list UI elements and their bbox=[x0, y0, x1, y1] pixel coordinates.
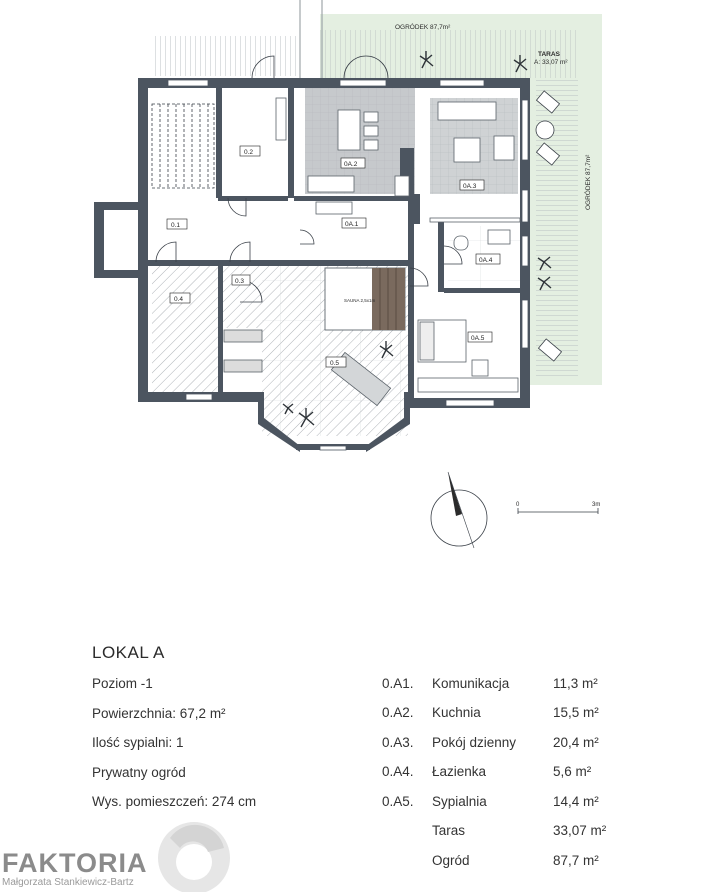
room-area: 20,4 m² bbox=[553, 735, 599, 750]
garden-side-label: OGRÓDEK 87,7m² bbox=[583, 154, 592, 210]
room-04-floor bbox=[152, 266, 220, 392]
room-area: 5,6 m² bbox=[553, 764, 592, 779]
unit-height: Wys. pomieszczeń: 274 cm bbox=[92, 794, 257, 809]
room-code: 0.A2. bbox=[382, 705, 414, 720]
room-name: Komunikacja bbox=[432, 676, 510, 691]
scale-start: 0 bbox=[516, 502, 520, 508]
unit-title: LOKAL A bbox=[92, 643, 165, 662]
sauna-label: SAUNA 2,5x1m bbox=[344, 298, 376, 303]
room-name: Ogród bbox=[432, 853, 470, 868]
room-area: 87,7 m² bbox=[553, 853, 599, 868]
doors bbox=[155, 55, 463, 303]
room-code: 0.A5. bbox=[382, 794, 414, 809]
scale-bar: 0 3m bbox=[516, 502, 600, 514]
room-name: Kuchnia bbox=[432, 705, 481, 720]
room-code: 0.A4. bbox=[382, 764, 414, 779]
brand-name: FAKTORIA bbox=[2, 848, 148, 878]
unit-level: Poziom -1 bbox=[92, 676, 153, 691]
sauna bbox=[324, 267, 406, 331]
terrace-loungers bbox=[535, 90, 563, 362]
windows bbox=[167, 79, 529, 451]
floor-plan: OGRÓDEK 87,7m² OGRÓDEK 87,7m² TARAS A: 3… bbox=[94, 0, 602, 549]
room-area: 15,5 m² bbox=[553, 705, 599, 720]
furniture bbox=[223, 97, 521, 407]
terrace-label: TARAS bbox=[538, 51, 561, 58]
room-tag-a4: 0A.4 bbox=[479, 257, 493, 264]
room-tag-04: 0.4 bbox=[174, 296, 183, 303]
terrace-area-label: A: 33,07 m² bbox=[534, 59, 568, 66]
brand-logo-icon bbox=[158, 822, 230, 892]
unit-info: Poziom -1 Powierzchnia: 67,2 m² Ilość sy… bbox=[92, 676, 256, 824]
room-name: Pokój dzienny bbox=[432, 735, 517, 750]
unit-area: Powierzchnia: 67,2 m² bbox=[92, 705, 226, 721]
room-name: Taras bbox=[432, 823, 466, 838]
exterior-stairs bbox=[155, 0, 323, 78]
unit-bedrooms: Ilość sypialni: 1 bbox=[92, 735, 184, 750]
interior-stairs bbox=[151, 103, 215, 189]
room-name: Łazienka bbox=[432, 764, 487, 779]
room-tag-a3: 0A.3 bbox=[463, 183, 477, 190]
room-tag-05: 0.5 bbox=[330, 360, 339, 367]
room-name: Sypialnia bbox=[432, 794, 487, 809]
room-code: 0.A3. bbox=[382, 735, 414, 750]
room-area: 14,4 m² bbox=[553, 794, 599, 809]
room-area: 11,3 m² bbox=[553, 676, 598, 691]
room-tag-02: 0.2 bbox=[244, 149, 253, 156]
room-tag-a5: 0A.5 bbox=[471, 335, 485, 342]
room-tag-01: 0.1 bbox=[171, 222, 180, 229]
room-tag-a2: 0A.2 bbox=[344, 161, 358, 168]
garden-top-label: OGRÓDEK 87,7m² bbox=[395, 22, 451, 31]
room-code: 0.A1. bbox=[382, 676, 414, 691]
room-tag-03: 0.3 bbox=[235, 278, 244, 285]
scale-end: 3m bbox=[592, 502, 600, 508]
north-arrow-icon bbox=[430, 471, 488, 549]
room-area: 33,07 m² bbox=[553, 823, 607, 838]
brand-subtitle: Małgorzata Stankiewicz-Bartz bbox=[2, 877, 134, 888]
unit-garden: Prywatny ogród bbox=[92, 764, 186, 780]
room-tag-a1: 0A.1 bbox=[345, 221, 359, 228]
plan-labels: OGRÓDEK 87,7m² OGRÓDEK 87,7m² TARAS A: 3… bbox=[344, 22, 592, 303]
plant-icons bbox=[282, 51, 552, 428]
room-tags: 0.2 0.1 0.4 0.3 0.5 0A.1 0A.2 0A.3 0A.4 … bbox=[166, 145, 501, 368]
